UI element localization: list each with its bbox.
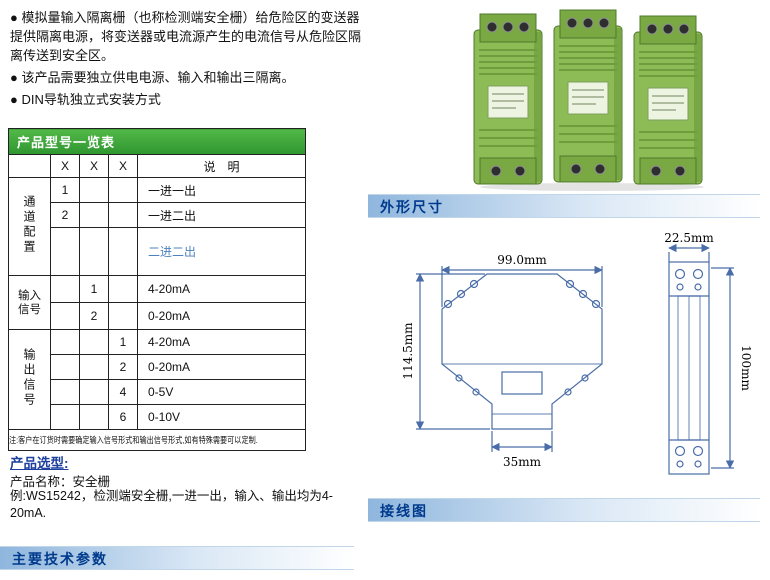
- model-desc-cell: 二进二出: [136, 227, 307, 276]
- model-desc-cell: 一进二出: [136, 202, 307, 228]
- model-code-cell: [79, 202, 109, 228]
- intro-bullet-3: ● DIN导轨独立式安装方式: [10, 92, 161, 107]
- product-name-line: 产品名称：安全栅: [10, 475, 111, 489]
- model-code-cell: [108, 202, 138, 228]
- channel-group-label: 通道配置: [8, 177, 51, 276]
- order-note: 注:客户在订货时需要确定输入信号形式和输出信号形式,如有特殊需要可以定制.: [7, 429, 307, 451]
- model-code-cell: [79, 379, 109, 405]
- model-x1-header: X: [50, 154, 80, 178]
- model-code-cell: 1: [50, 177, 80, 203]
- dim-depth-label: 22.5mm: [664, 231, 714, 245]
- model-code-cell: 2: [50, 202, 80, 228]
- wiring-diagram-heading: 接线图: [368, 498, 760, 522]
- model-code-cell: [79, 404, 109, 430]
- intro-bullet-2: ● 该产品需要独立供电电源、输入和输出三隔离。: [10, 70, 295, 85]
- selection-title: 产品选型:: [10, 456, 69, 471]
- product-intro: ● 模拟量输入隔离栅（也称检测端安全栅）给危险区的变送器提供隔离电源，将变送器或…: [10, 8, 364, 112]
- model-code-cell: 1: [79, 275, 109, 303]
- model-code-cell: 1: [108, 329, 138, 355]
- intro-bullet-1: ● 模拟量输入隔离栅（也称检测端安全栅）给危险区的变送器提供隔离电源，将变送器或…: [10, 10, 362, 63]
- model-code-cell: 2: [108, 354, 138, 380]
- model-code-cell: 6: [108, 404, 138, 430]
- dimension-drawing: 99.0mm 114.5mm 35mm 22.5mm: [401, 231, 753, 475]
- model-code-cell: 4: [108, 379, 138, 405]
- model-code-cell: [50, 379, 80, 405]
- table-corner-cell: [8, 154, 51, 178]
- model-code-cell: [79, 227, 109, 276]
- model-code-cell: [79, 354, 109, 380]
- isolator-module: [633, 15, 703, 185]
- dimensions-heading: 外形尺寸: [368, 194, 760, 218]
- model-code-cell: [79, 329, 109, 355]
- model-x3-header: X: [108, 154, 138, 178]
- product-photo: [473, 9, 704, 191]
- model-code-cell: [50, 404, 80, 430]
- tech-params-heading: 主要技术参数: [0, 546, 354, 570]
- dim-height-label: 114.5mm: [401, 322, 415, 380]
- model-desc-cell: 0-10V: [136, 404, 307, 430]
- model-code-cell: [50, 302, 80, 330]
- side-view-outline: 22.5mm 100mm: [664, 231, 753, 475]
- model-code-cell: [79, 177, 109, 203]
- dim-foot-label: 35mm: [503, 455, 542, 469]
- output-group-label: 输出信号: [8, 329, 51, 430]
- model-code-cell: [108, 275, 138, 303]
- model-code-cell: [108, 227, 138, 276]
- model-table-title: 产品型号一览表: [7, 128, 307, 155]
- model-desc-cell: 0-20mA: [136, 302, 307, 330]
- dim-width-label: 99.0mm: [497, 253, 547, 267]
- model-code-cell: [50, 354, 80, 380]
- isolator-module: [553, 9, 623, 183]
- model-desc-cell: 一进一出: [136, 177, 307, 203]
- dim-side-height-label: 100mm: [739, 345, 753, 391]
- selection-example-line: 例:WS15242，检测端安全栅,一进一出，输入、输出均为4-20mA.: [10, 489, 333, 520]
- model-code-cell: [108, 302, 138, 330]
- model-desc-cell: 0-5V: [136, 379, 307, 405]
- model-code-cell: [50, 227, 80, 276]
- isolator-module: [473, 13, 543, 185]
- model-desc-header: 说 明: [136, 154, 307, 178]
- model-table: 产品型号一览表 X X X 说 明 通道配置 1 一进一出 2 一进二出 二进二…: [7, 128, 307, 451]
- model-x2-header: X: [79, 154, 109, 178]
- model-code-cell: [50, 329, 80, 355]
- model-desc-cell: 0-20mA: [136, 354, 307, 380]
- model-code-cell: [108, 177, 138, 203]
- model-code-cell: [50, 275, 80, 303]
- front-view-outline: 99.0mm 114.5mm 35mm: [401, 253, 603, 469]
- model-code-cell: 2: [79, 302, 109, 330]
- model-desc-cell: 4-20mA: [136, 329, 307, 355]
- photo-shadow: [480, 183, 704, 191]
- input-group-label: 输入信号: [8, 275, 51, 330]
- model-desc-cell: 4-20mA: [136, 275, 307, 303]
